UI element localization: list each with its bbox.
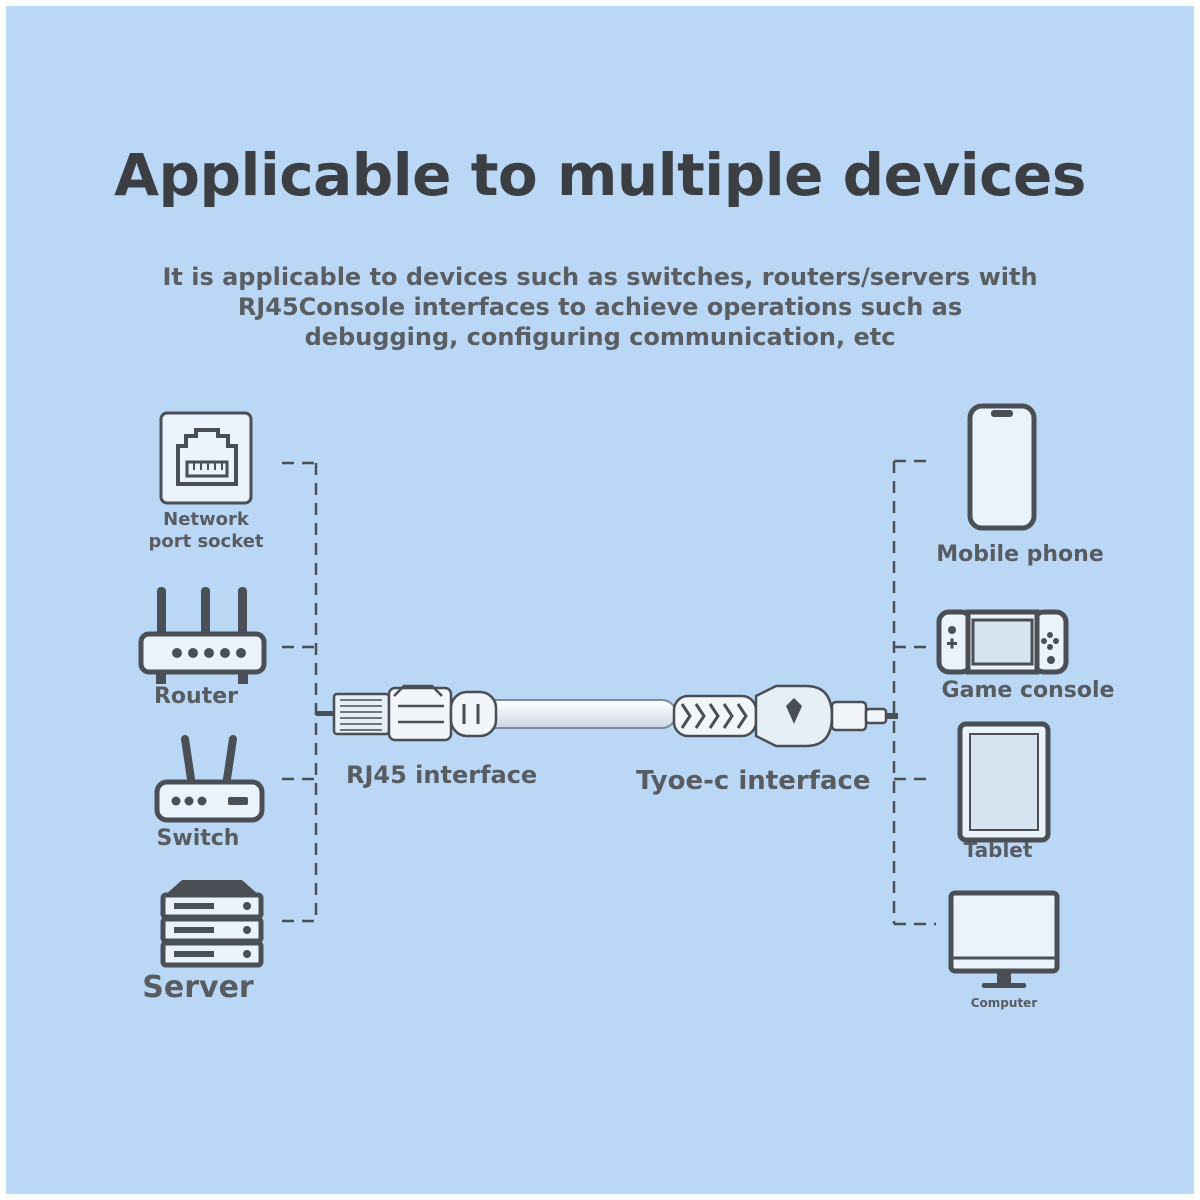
left-bracket xyxy=(282,461,318,923)
right-bracket xyxy=(892,459,936,926)
cable xyxy=(475,699,677,729)
diagram-artwork xyxy=(138,403,1069,988)
network-port-socket-label: Network port socket xyxy=(126,509,286,553)
rj45-connector-icon xyxy=(316,684,498,742)
subtitle-line-3: debugging, configuring communication, et… xyxy=(304,323,896,351)
game-console-label: Game console xyxy=(941,678,1115,703)
server-label: Server xyxy=(142,970,254,1005)
network-port-socket-label-line-2: port socket xyxy=(148,531,264,552)
monitor-icon xyxy=(948,890,1060,988)
computer-label: Computer xyxy=(970,996,1038,1010)
usb-c-connector-icon xyxy=(672,684,898,748)
game-console-icon xyxy=(936,609,1069,675)
phone-icon xyxy=(967,403,1037,531)
subtitle-line-2: RJ45Console interfaces to achieve operat… xyxy=(237,293,963,321)
tablet-label: Tablet xyxy=(963,838,1033,862)
rj45-interface-label: RJ45 interface xyxy=(346,761,538,789)
subtitle: It is applicable to devices such as swit… xyxy=(6,262,1194,352)
switch-icon xyxy=(154,735,265,823)
subtitle-line-1: It is applicable to devices such as swit… xyxy=(162,263,1038,291)
network-port-socket-label-line-1: Network xyxy=(163,509,249,530)
mobile-phone-label: Mobile phone xyxy=(936,542,1104,567)
network-port-icon xyxy=(159,411,253,505)
router-icon xyxy=(138,587,267,684)
router-label: Router xyxy=(153,684,238,709)
server-icon xyxy=(160,880,264,968)
tablet-icon xyxy=(957,721,1051,843)
switch-label: Switch xyxy=(156,826,240,851)
page-title: Applicable to multiple devices xyxy=(114,141,1086,209)
typec-interface-label: Tyoe-c interface xyxy=(636,766,871,796)
infographic-canvas: Applicable to multiple devices It is app… xyxy=(6,6,1194,1194)
